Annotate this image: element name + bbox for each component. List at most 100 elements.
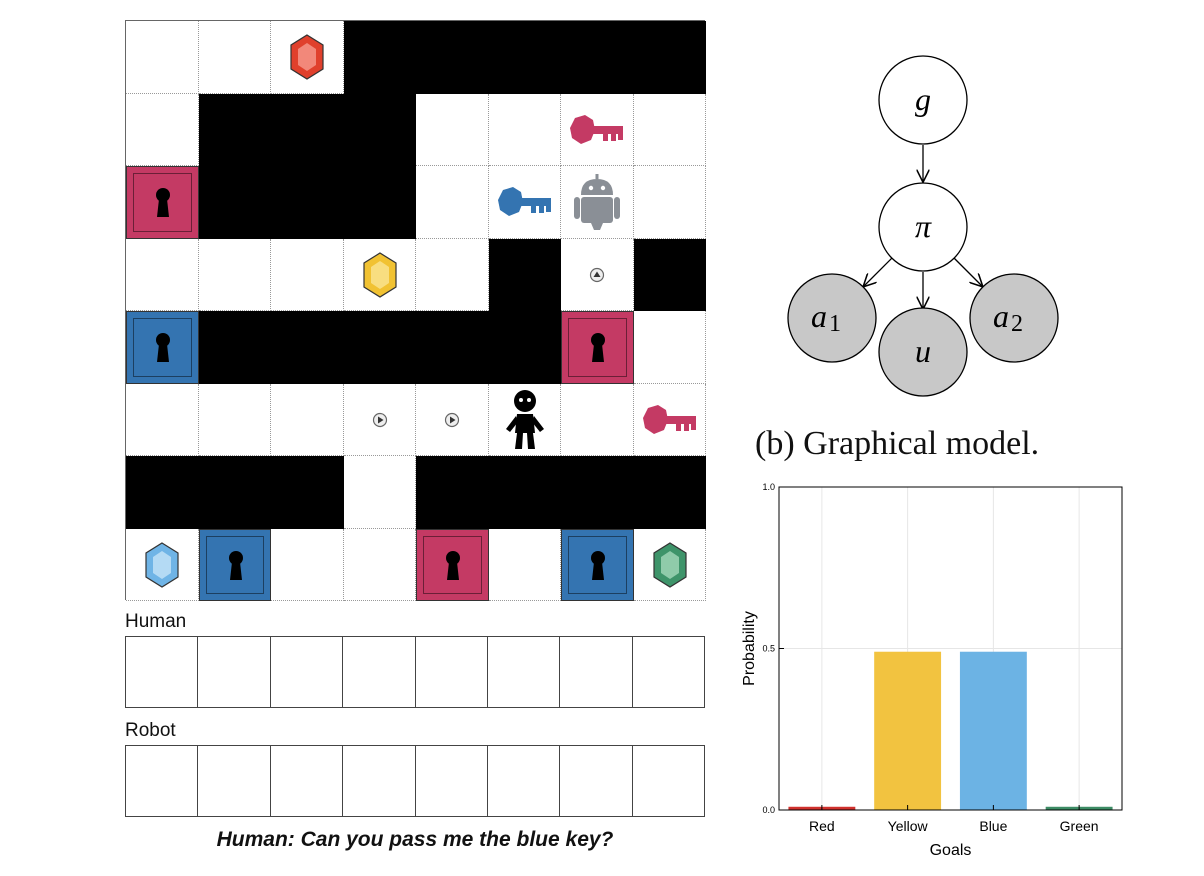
wall-cell [271,456,344,529]
edge-pi-a2 [950,254,982,286]
edge-pi-a1 [864,254,896,286]
floor-cell [633,93,706,166]
locked-door [126,166,199,239]
y-tick-label: 0.0 [762,805,775,815]
floor-cell [488,93,561,166]
node-a1 [787,273,877,363]
inventory-slot [488,746,561,816]
floor-cell [198,21,271,94]
gem-icon [145,542,179,588]
bar-yellow [874,651,942,810]
node-g [878,55,968,145]
wall-cell [271,166,344,239]
locked-door [561,528,634,601]
node-a2-label: a2 [993,298,1023,337]
wall-cell [633,238,706,311]
x-tick-label: Blue [979,818,1007,834]
floor-cell [271,238,344,311]
floor-cell [271,528,344,601]
locked-door [198,528,271,601]
floor-cell [126,383,199,456]
wall-cell [343,21,416,94]
inventory-slot [343,637,416,707]
wall-cell [488,238,561,311]
keyhole-icon [156,333,170,362]
wall-cell [198,456,271,529]
inventory-slot [271,746,344,816]
gem-icon [363,252,397,298]
inventory-slot [271,637,344,707]
x-tick-label: Red [809,818,835,834]
floor-cell [271,383,344,456]
locked-door [561,311,634,384]
wall-cell [198,93,271,166]
node-a1-label: a1 [811,298,841,337]
floor-cell [126,238,199,311]
wall-cell [198,166,271,239]
human-inventory-label: Human [125,611,187,632]
wall-cell [343,93,416,166]
node-u [878,307,968,397]
floor-cell [343,528,416,601]
human-inventory [125,636,705,708]
floor-cell [126,21,199,94]
floor-cell [561,383,634,456]
inventory-slot [343,746,416,816]
keyhole-icon [446,550,460,580]
key-icon [497,186,553,218]
inventory-slot [560,746,633,816]
robot-inventory [125,745,705,817]
inventory-slot [488,637,561,707]
bar-blue [959,651,1027,810]
wall-cell [343,166,416,239]
node-a2 [969,273,1059,363]
inventory-slot [560,637,633,707]
y-tick-label: 0.5 [762,644,775,654]
locked-door [416,528,489,601]
wall-cell [416,311,489,384]
keyhole-icon [591,550,605,580]
key-icon [642,404,698,436]
graphical-model-caption: (b) Graphical model. [755,425,1040,462]
y-tick-label: 1.0 [762,482,775,492]
floor-cell [488,528,561,601]
floor-cell [633,311,706,384]
wall-cell [271,93,344,166]
robot-path-marker [589,267,605,288]
floor-cell [416,166,489,239]
key-icon [569,114,625,146]
inventory-slot [633,637,704,707]
human-agent-icon [502,389,548,456]
wall-cell [488,21,561,94]
wall-cell [633,21,706,94]
floor-cell [126,93,199,166]
wall-cell [416,456,489,529]
inventory-slot [416,637,488,707]
inventory-slot [198,637,271,707]
x-tick-label: Green [1060,818,1099,834]
graphical-model: g π a1 u a2 [787,55,1059,397]
wall-cell [198,311,271,384]
inventory-slot [633,746,704,816]
wall-cell [416,21,489,94]
wall-cell [488,456,561,529]
utterance-text: Human: Can you pass me the blue key? [216,828,614,851]
node-g-label: g [915,81,931,117]
inventory-slot [198,746,271,816]
robot-inventory-label: Robot [125,720,176,741]
keyhole-icon [591,333,605,362]
gridworld [125,20,706,601]
floor-cell [198,383,271,456]
wall-cell [271,311,344,384]
x-axis-label: Goals [930,842,972,859]
wall-cell [126,456,199,529]
node-pi-label: π [915,208,932,244]
x-tick-label: Yellow [888,818,929,834]
floor-cell [416,93,489,166]
wall-cell [343,311,416,384]
node-pi [878,182,968,272]
human-path-marker [372,412,388,433]
keyhole-icon [156,188,170,217]
locked-door [126,311,199,384]
